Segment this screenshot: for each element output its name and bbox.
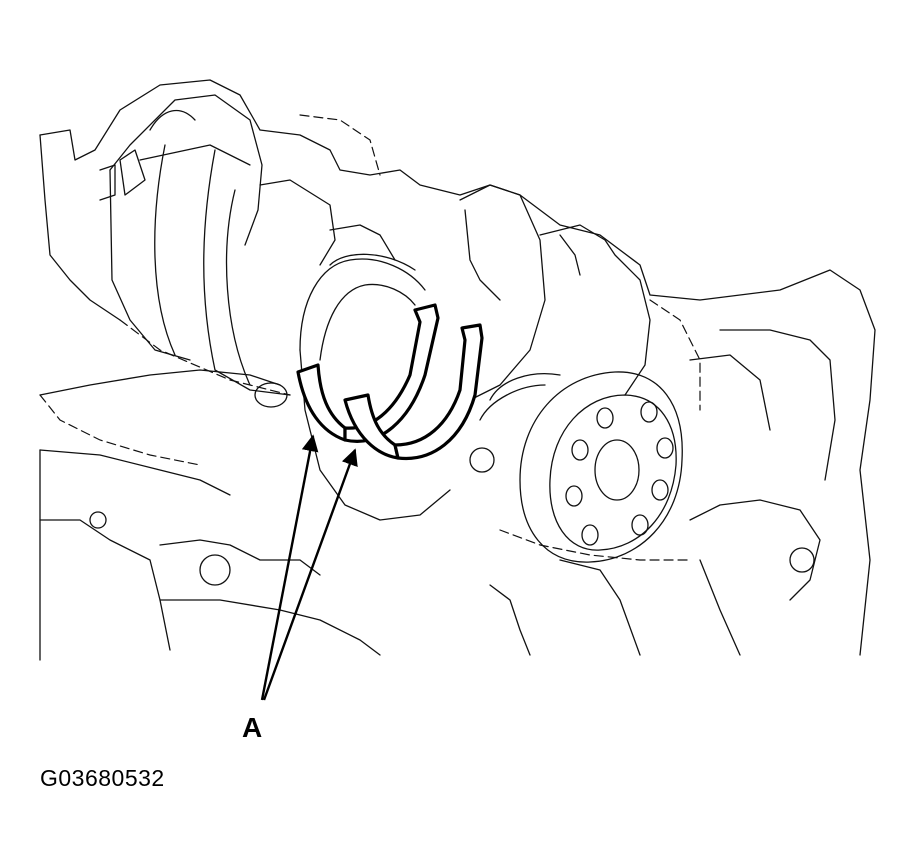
crankshaft-illustration xyxy=(109,94,651,521)
figure-id: G03680532 xyxy=(40,765,165,791)
thrust-washer-rear xyxy=(343,323,484,461)
leader-arrow-1 xyxy=(260,434,319,701)
engine-block-outline xyxy=(39,79,876,661)
callout-label-a: A xyxy=(242,712,263,743)
leader-arrow-2 xyxy=(262,448,358,701)
crank-flange xyxy=(519,371,683,563)
leader-arrows xyxy=(260,434,358,701)
